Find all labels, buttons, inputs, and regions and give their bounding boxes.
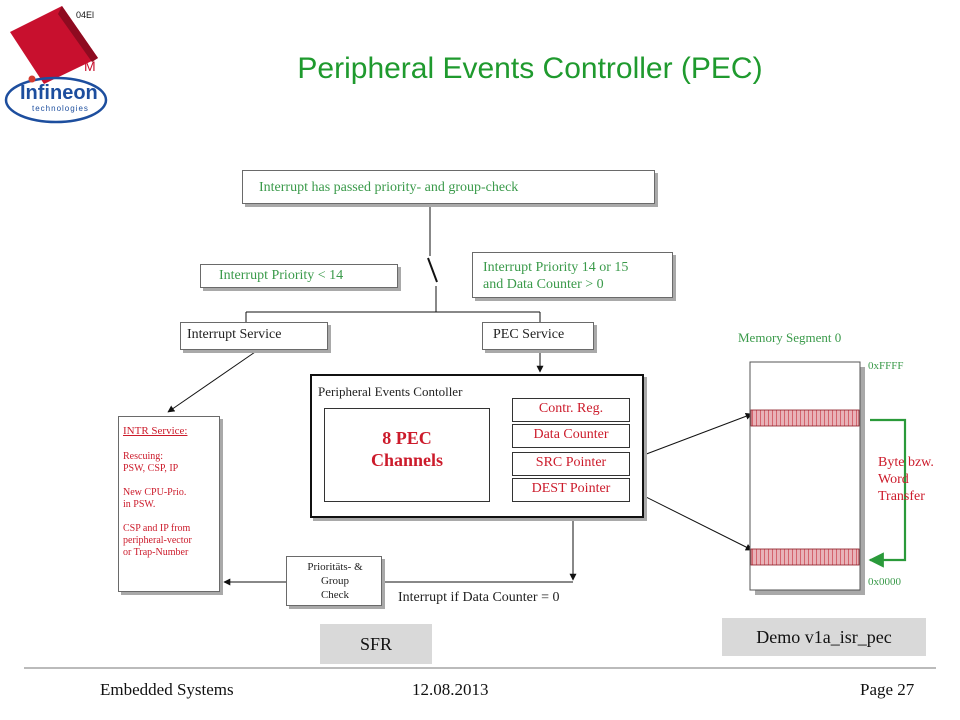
transfer-line: Word [878, 472, 909, 487]
passed-check-label: Interrupt has passed priority- and group… [259, 180, 519, 195]
prio-group-line: Group [320, 575, 350, 587]
intr-service-details: Rescuing: PSW, CSP, IP New CPU-Prio. in … [123, 451, 192, 559]
logo-subtext: technologies [32, 104, 89, 113]
register-dest-pointer: DEST Pointer [512, 478, 630, 502]
register-src-pointer: SRC Pointer [512, 452, 630, 476]
priority-high-line1: Interrupt Priority 14 or 15 [483, 260, 629, 275]
interrupt-if-label: Interrupt if Data Counter = 0 [398, 590, 560, 605]
prio-group-check-label: Prioritäts- & Group Check [287, 560, 383, 602]
interrupt-service-label: Interrupt Service [187, 327, 282, 342]
intr-line: CSP and IP from [123, 523, 191, 534]
intr-line: or Trap-Number [123, 547, 189, 558]
passed-check-box: Interrupt has passed priority- and group… [242, 170, 655, 204]
interrupt-service-box: Interrupt Service [180, 322, 328, 350]
intr-line: PSW, CSP, IP [123, 463, 179, 474]
register-data-counter: Data Counter [512, 424, 630, 448]
priority-high-box: Interrupt Priority 14 or 15 and Data Cou… [472, 252, 673, 298]
intr-line [123, 511, 192, 523]
pec-channels-line2: Channels [370, 450, 444, 470]
pec-channels-box: 8 PEC Channels [324, 408, 490, 502]
logo-ellipse [4, 76, 108, 124]
infineon-logo [4, 6, 108, 124]
prio-group-line: Prioritäts- & [307, 561, 363, 573]
transfer-line: Byte bzw. [878, 455, 934, 470]
intr-line: in PSW. [123, 499, 156, 510]
pec-service-box: PEC Service [482, 322, 594, 350]
footer-page: Page 27 [860, 680, 915, 699]
logo-corner-m: M [84, 58, 96, 74]
memory-segment-label: Memory Segment 0 [738, 330, 842, 345]
demo-link[interactable]: Demo v1a_isr_pec [722, 618, 926, 656]
footer-date: 12.08.2013 [412, 680, 489, 699]
priority-low-label: Interrupt Priority < 14 [219, 268, 344, 283]
logo-corner-text: 04El [76, 10, 95, 20]
logo-text: Infineon [20, 82, 98, 104]
sfr-label: SFR [320, 624, 432, 664]
logo-red-diamond [10, 6, 98, 84]
intr-service-box: INTR Service: Rescuing: PSW, CSP, IP New… [118, 416, 220, 592]
memory-source-cell [750, 409, 860, 427]
transfer-line: Transfer [878, 489, 925, 504]
transfer-label: Byte bzw. Word Transfer [878, 454, 934, 505]
priority-low-box: Interrupt Priority < 14 [200, 264, 398, 288]
logo-dot [28, 75, 36, 83]
pec-service-label: PEC Service [493, 327, 565, 342]
prio-group-check-box: Prioritäts- & Group Check [286, 556, 382, 606]
priority-high-line2: and Data Counter > 0 [483, 277, 604, 292]
prio-group-line: Check [320, 589, 350, 601]
pec-panel-label: Peripheral Events Contoller [318, 384, 463, 399]
pec-channels-line1: 8 PEC [382, 428, 432, 448]
addr-top-label: 0xFFFF [868, 360, 904, 372]
footer-left: Embedded Systems [100, 680, 234, 699]
intr-line: peripheral-vector [123, 535, 192, 546]
connectors [167, 204, 753, 586]
slide-title: Peripheral Events Controller (PEC) [297, 52, 763, 85]
register-contr: Contr. Reg. [512, 398, 630, 422]
intr-line [123, 475, 192, 487]
intr-service-title: INTR Service: [123, 425, 188, 437]
transfer-arrow [868, 418, 907, 568]
logo-diamond-shade [58, 6, 98, 62]
memory-dest-cell [750, 548, 860, 566]
intr-line: New CPU-Prio. [123, 487, 187, 498]
intr-line: Rescuing: [123, 451, 163, 462]
memory-segment [749, 361, 865, 595]
addr-bottom-label: 0x0000 [868, 576, 901, 588]
pec-panel: Peripheral Events Contoller 8 PEC Channe… [310, 374, 644, 518]
priority-high-label: Interrupt Priority 14 or 15 and Data Cou… [483, 259, 628, 293]
